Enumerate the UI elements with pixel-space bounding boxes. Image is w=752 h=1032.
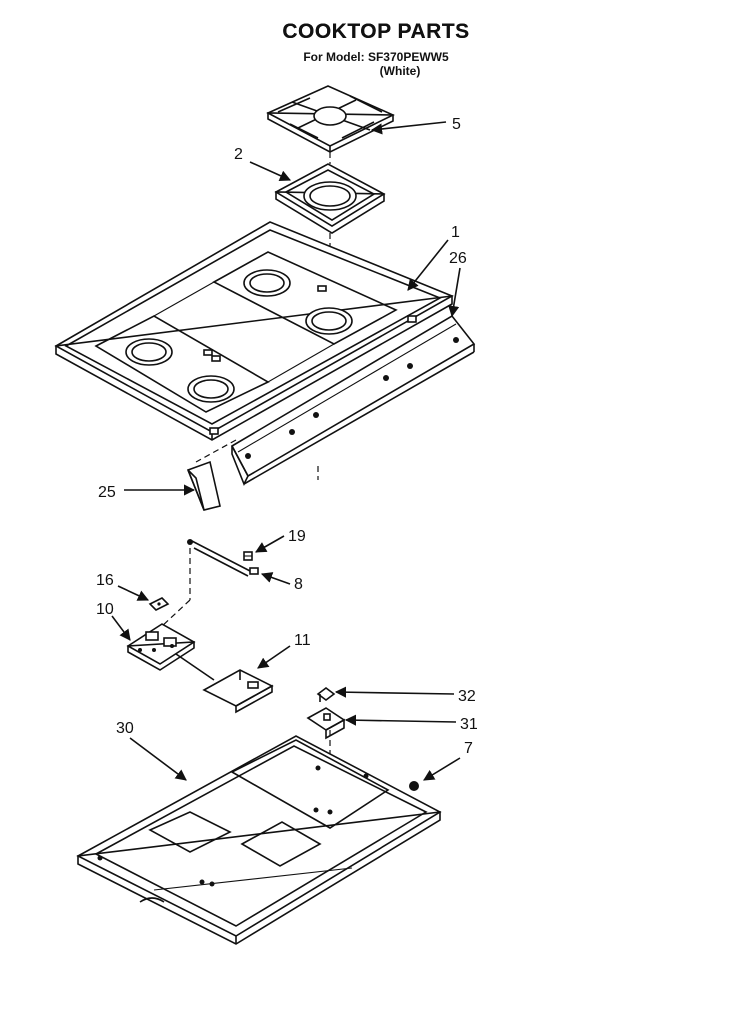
leader-30 [129, 737, 187, 781]
part-19-clip [243, 551, 253, 561]
callout-32: 32 [458, 688, 476, 705]
leader-10 [111, 615, 131, 641]
leader-2 [249, 161, 292, 181]
leader-5 [370, 121, 447, 135]
callout-7: 7 [464, 740, 473, 757]
leader-8 [260, 572, 291, 585]
page-title: COOKTOP PARTS [282, 20, 470, 43]
callout-30: 30 [116, 720, 134, 737]
part-8-ignitor [187, 539, 259, 577]
color-label: (White) [379, 64, 421, 78]
part-7-plug [409, 781, 419, 791]
callout-1: 1 [451, 224, 460, 241]
leader-16 [117, 585, 150, 601]
part-31-bracket [306, 707, 346, 740]
part-10-spark-module [126, 623, 215, 681]
leader-11 [257, 645, 291, 669]
callout-5: 5 [452, 116, 461, 133]
callout-10: 10 [96, 601, 114, 618]
alignment-line [159, 599, 191, 629]
part-16-bracket [148, 597, 170, 611]
part-5-grate [266, 85, 395, 153]
leader-7 [423, 757, 461, 781]
callout-16: 16 [96, 572, 114, 589]
callout-8: 8 [294, 576, 303, 593]
part-26-front-panel [230, 314, 476, 486]
leader-19 [255, 535, 285, 553]
callout-26: 26 [449, 250, 467, 267]
leader-1 [407, 239, 449, 291]
leader-32 [334, 686, 455, 698]
leader-26 [448, 267, 461, 318]
leader-31 [344, 714, 457, 726]
part-30-base-pan [76, 735, 442, 945]
callout-31: 31 [460, 716, 478, 733]
part-25-end-cap [186, 460, 221, 511]
callout-2: 2 [234, 146, 243, 163]
part-1-cooktop [54, 221, 454, 441]
part-32-clip [316, 687, 336, 702]
part-2-burner-bowl [274, 163, 386, 234]
callout-19: 19 [288, 528, 306, 545]
alignment-line [195, 439, 237, 463]
model-label: For Model: SF370PEWW5 [303, 50, 449, 64]
callout-11: 11 [294, 632, 311, 649]
callout-25: 25 [98, 484, 116, 501]
part-11-bracket [202, 669, 274, 714]
